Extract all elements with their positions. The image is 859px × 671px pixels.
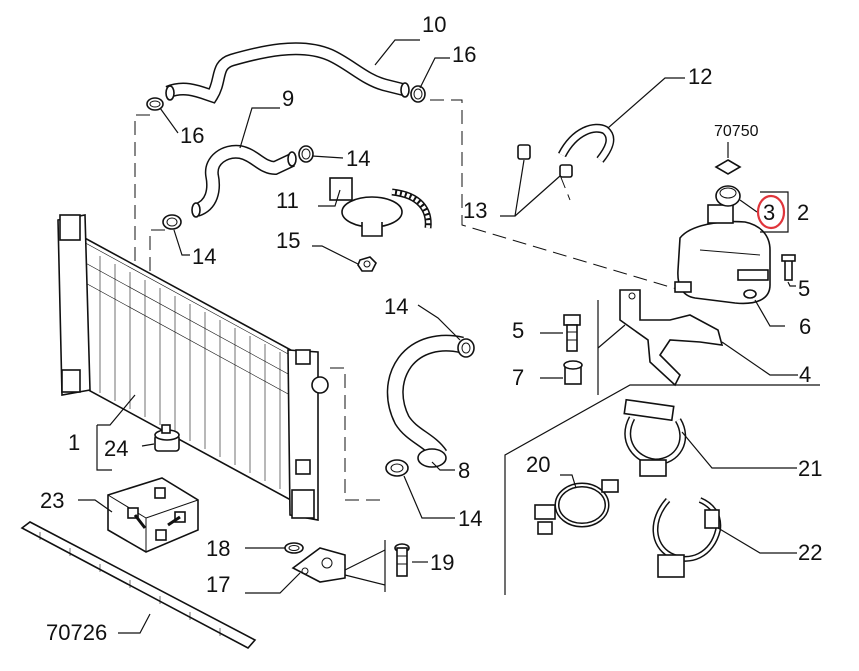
label-20: 20: [526, 452, 550, 477]
label-6: 6: [799, 314, 811, 339]
cap-3: [715, 185, 741, 207]
label-8: 8: [458, 458, 470, 483]
hose-8: [386, 334, 464, 468]
tag-70750: [714, 159, 742, 175]
label-21: 21: [798, 456, 822, 481]
label-19: 19: [430, 550, 454, 575]
spacer-7: [563, 360, 583, 385]
clamp-22: [652, 497, 722, 578]
nut-15: [357, 256, 377, 272]
label-70750: 70750: [714, 123, 759, 140]
label-23: 23: [40, 488, 64, 513]
label-22: 22: [798, 540, 822, 565]
highlight-ring-3: [756, 194, 786, 230]
clamp-14a: [298, 145, 314, 163]
label-14c: 14: [384, 294, 408, 319]
bracket-17: [291, 547, 346, 583]
leader-lines: [78, 39, 820, 634]
label-2: 2: [797, 200, 809, 225]
label-14d: 14: [458, 506, 482, 531]
label-24: 24: [104, 436, 128, 461]
label-1: 1: [68, 430, 80, 455]
hose-10: [165, 42, 410, 104]
clips-13: [517, 144, 573, 178]
label-15: 15: [276, 228, 300, 253]
label-14b: 14: [192, 244, 216, 269]
bolt-19: [394, 543, 410, 577]
washer-6: [743, 289, 757, 299]
label-12: 12: [688, 64, 712, 89]
label-3: 3: [763, 200, 775, 225]
bracket-4: [619, 289, 724, 387]
part-labels: 10 16 16 9 14 11 14 15 12 70750 13 3 2 5…: [40, 12, 822, 645]
label-18: 18: [206, 536, 230, 561]
label-17: 17: [206, 572, 230, 597]
clamp-21: [623, 398, 687, 477]
clamp-14d: [385, 459, 409, 477]
clamp-16b: [410, 85, 426, 103]
label-16a: 16: [180, 123, 204, 148]
clamp-20: [534, 479, 619, 535]
label-5a: 5: [512, 318, 524, 343]
label-4: 4: [799, 362, 811, 387]
radiator: [57, 214, 329, 521]
bolt-kit-23: [107, 477, 199, 553]
label-16b: 16: [452, 42, 476, 67]
seal-strip-70726: [20, 521, 257, 650]
label-11: 11: [276, 188, 299, 213]
clamp-14b: [162, 214, 182, 230]
label-7: 7: [512, 365, 524, 390]
label-70726: 70726: [46, 620, 107, 645]
label-13: 13: [463, 198, 487, 223]
bolt-5b: [781, 254, 796, 281]
thermostat-11: [329, 177, 432, 237]
hose-12: [558, 123, 615, 163]
label-14a: 14: [346, 146, 370, 171]
clamp-14c: [457, 338, 475, 358]
label-5b: 5: [798, 276, 810, 301]
expansion-tank: [674, 204, 771, 305]
bolt-5a: [563, 314, 581, 352]
label-10: 10: [422, 12, 446, 37]
hose-9: [191, 144, 297, 218]
label-9: 9: [282, 86, 294, 111]
oring-18: [284, 542, 304, 554]
mount-24: [154, 424, 180, 452]
clamp-16a: [146, 97, 164, 111]
